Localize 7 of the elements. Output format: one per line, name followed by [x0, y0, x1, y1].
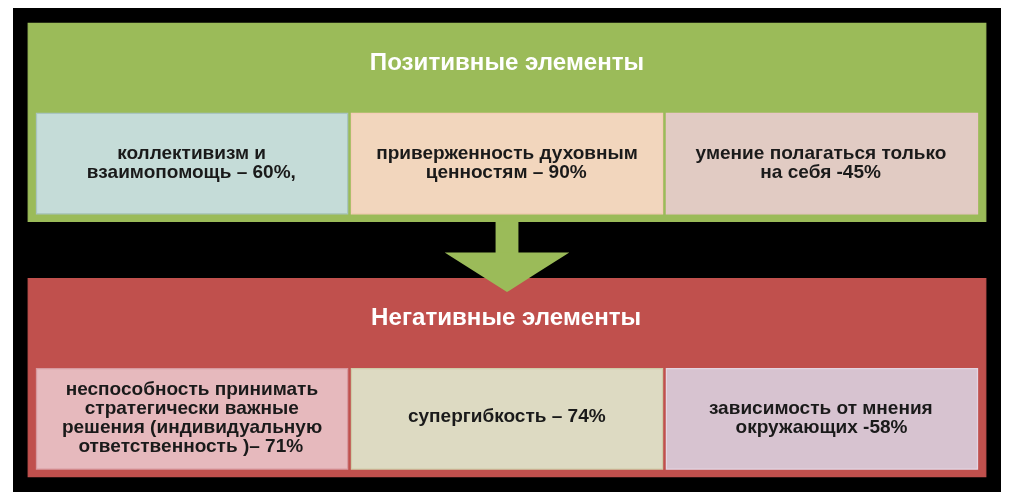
node-box: неспособность принимать стратегически важные решения (индивидуальную ответственность )– 71%: [35, 368, 349, 470]
node-box: зависимость от мнения окружающих -58%: [665, 368, 979, 470]
node-box: умение полагаться только на себя -45%: [665, 112, 979, 215]
node-box: коллективизм и взаимопомощь – 60%,: [35, 112, 349, 215]
node-box: приверженность духовным ценностям – 90%: [350, 112, 664, 215]
node-box: супергибкость – 74%: [350, 368, 664, 470]
arrow: [444, 221, 570, 293]
